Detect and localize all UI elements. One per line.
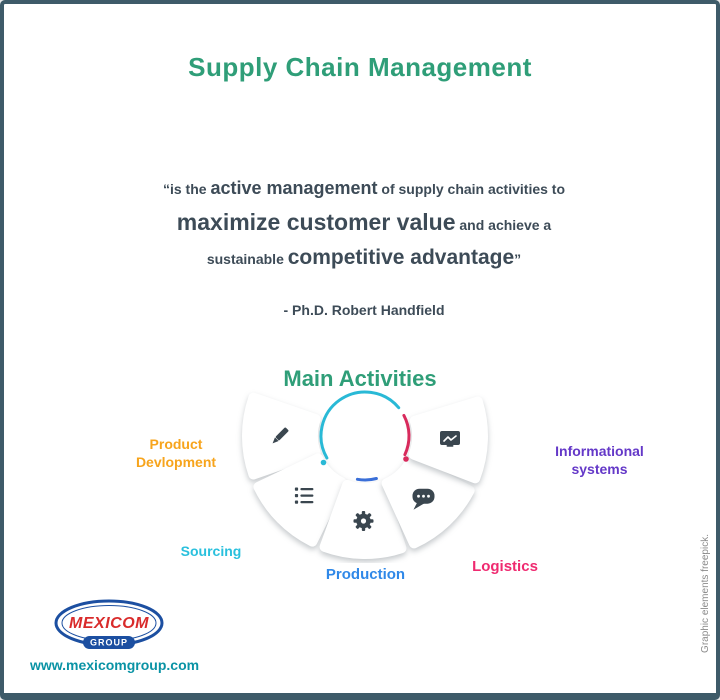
label-informational-systems: Informational systems bbox=[555, 443, 644, 478]
quote-text: “is the bbox=[162, 181, 211, 197]
quote-text-emphasis: competitive advantage bbox=[287, 246, 515, 269]
quote-line-3: sustainable competitive advantage” bbox=[94, 242, 634, 276]
quote-text: of supply chain activities to bbox=[377, 181, 566, 197]
logo-text-mexicom: MEXICOM bbox=[69, 615, 149, 632]
arc-dot-red bbox=[403, 456, 409, 462]
diagram-heading: Main Activities bbox=[283, 366, 437, 391]
center-arc-cyan bbox=[319, 390, 401, 460]
quote-text-emphasis: maximize customer value bbox=[176, 209, 456, 235]
list-icon bbox=[294, 487, 314, 504]
logo-text-group: GROUP bbox=[90, 638, 128, 648]
center-arc-red bbox=[402, 413, 411, 457]
activities-fan-diagram bbox=[242, 390, 488, 559]
page-title: Supply Chain Management bbox=[188, 52, 532, 82]
quote-text-emphasis: active management bbox=[210, 178, 378, 198]
quote-text: ” bbox=[514, 251, 522, 267]
label-production: Production bbox=[325, 566, 406, 583]
quote-attribution: - Ph.D. Robert Handfield bbox=[283, 302, 445, 318]
arc-dot-cyan bbox=[320, 459, 327, 466]
graphic-credit: Graphic elements freepick. bbox=[700, 534, 711, 653]
center-arc-blue bbox=[355, 477, 378, 482]
quote-block: “is the active management of supply chai… bbox=[94, 172, 634, 318]
quote-text: and achieve a bbox=[455, 217, 552, 233]
website-link[interactable]: www.mexicomgroup.com bbox=[30, 657, 200, 673]
presentation-chart-icon bbox=[440, 431, 460, 447]
label-logistics: Logistics bbox=[472, 558, 538, 575]
mexicom-group-logo: MEXICOM GROUP bbox=[54, 599, 164, 649]
petal-sourcing bbox=[253, 453, 347, 547]
quote-line-1: “is the active management of supply chai… bbox=[94, 172, 634, 206]
quote-line-2: maximize customer value and achieve a bbox=[94, 206, 634, 242]
quote-text: sustainable bbox=[206, 251, 288, 267]
chat-bubble-icon bbox=[412, 488, 435, 510]
label-product-development: Product Devlopment bbox=[135, 436, 217, 471]
label-sourcing: Sourcing bbox=[180, 543, 242, 559]
pencil-icon bbox=[272, 427, 289, 444]
gear-icon bbox=[353, 511, 374, 531]
